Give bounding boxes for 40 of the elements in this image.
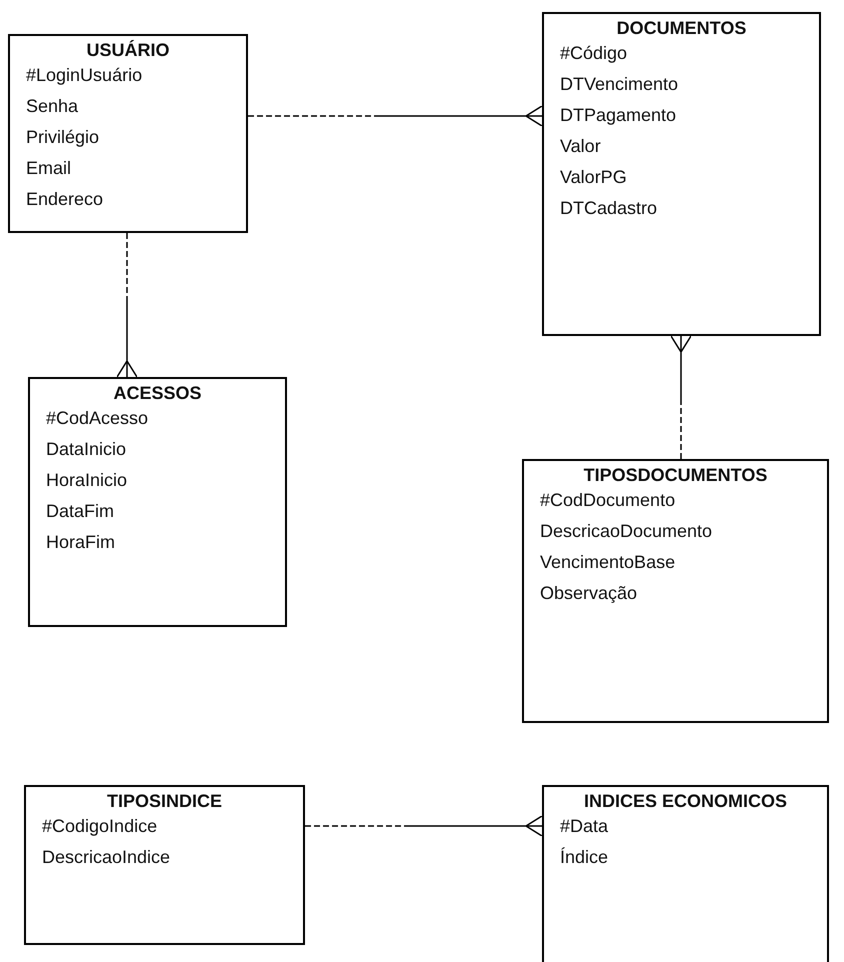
entity-box: [542, 12, 821, 336]
entity-name: USUÁRIO: [85, 40, 170, 61]
entity-name: TIPOSDOCUMENTOS: [582, 465, 768, 486]
entity-box: [8, 34, 248, 233]
attribute-name: Índice: [560, 847, 608, 868]
relationship-line: [116, 233, 138, 378]
attribute-name: HoraFim: [46, 532, 116, 553]
entity-box: [28, 377, 287, 627]
entity-name: INDICES ECONOMICOS: [582, 791, 788, 812]
entity-box: [522, 459, 829, 723]
entity-name: DOCUMENTOS: [616, 18, 748, 39]
attribute-name: DescricaoDocumento: [540, 521, 712, 542]
entity-box: [24, 785, 305, 945]
attribute-name: Endereco: [26, 189, 104, 210]
attribute-name: HoraInicio: [46, 470, 128, 491]
attribute-name: #CodAcesso: [46, 408, 148, 429]
attribute-name: #Data: [560, 816, 608, 837]
attribute-name: DataInicio: [46, 439, 126, 460]
attribute-name: Email: [26, 158, 72, 179]
relationship-line: [670, 335, 692, 459]
attribute-name: #LoginUsuário: [26, 65, 142, 86]
attribute-name: DataFim: [46, 501, 114, 522]
attribute-name: DTVencimento: [560, 74, 678, 95]
attribute-name: ValorPG: [560, 167, 627, 188]
attribute-name: #Código: [560, 43, 628, 64]
attribute-name: Privilégio: [26, 127, 100, 148]
attribute-name: DTCadastro: [560, 198, 658, 219]
attribute-name: DTPagamento: [560, 105, 676, 126]
attribute-name: VencimentoBase: [540, 552, 676, 573]
attribute-name: Observação: [540, 583, 638, 604]
attribute-name: Valor: [560, 136, 601, 157]
attribute-name: #CodDocumento: [540, 490, 676, 511]
relationship-line: [248, 105, 543, 127]
entity-name: TIPOSINDICE: [106, 791, 223, 812]
entity-box: [542, 785, 829, 962]
attribute-name: Senha: [26, 96, 78, 117]
attribute-name: DescricaoIndice: [42, 847, 170, 868]
entity-name: ACESSOS: [112, 383, 203, 404]
relationship-line: [305, 815, 543, 837]
attribute-name: #CodigoIndice: [42, 816, 158, 837]
